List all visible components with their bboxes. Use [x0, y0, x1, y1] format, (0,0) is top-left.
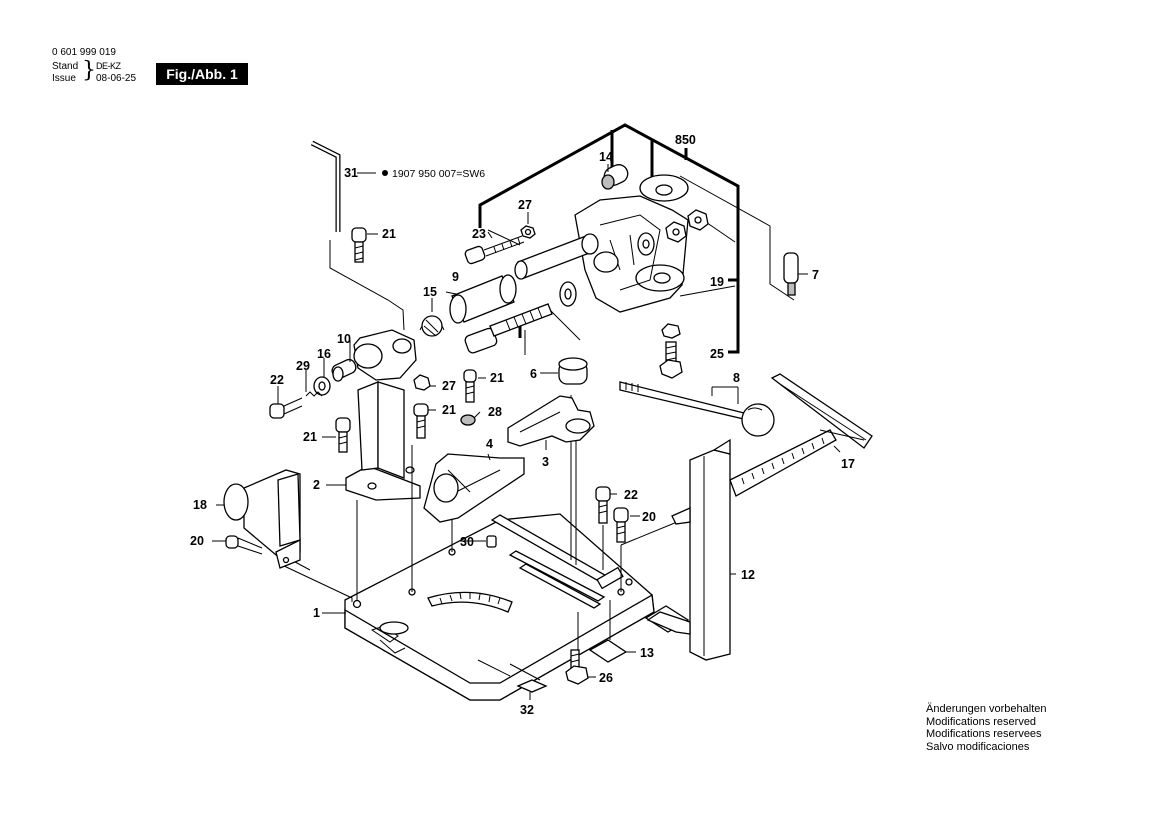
callout-21-b: 21 — [303, 430, 317, 444]
pin-part-7 — [783, 252, 799, 296]
callout-4: 4 — [486, 437, 493, 451]
callout-16: 16 — [317, 347, 331, 361]
note-31-text: 1907 950 007=SW6 — [392, 168, 485, 180]
fence-part-4 — [423, 453, 525, 523]
screw-part-25 — [659, 323, 683, 379]
screw-part-20-right — [613, 507, 629, 543]
washer-part-28 — [460, 414, 476, 426]
callout-20-a: 20 — [190, 534, 204, 548]
sleeve-part-14 — [601, 164, 629, 190]
modifications-notice: Änderungen vorbehalten Modifications res… — [926, 703, 1046, 753]
notice-de: Änderungen vorbehalten — [926, 703, 1047, 715]
callout-15: 15 — [423, 285, 437, 299]
callout-21-d: 21 — [490, 371, 504, 385]
callout-8: 8 — [733, 371, 740, 385]
screw-part-26 — [565, 649, 589, 685]
screw-part-21-b — [335, 417, 351, 453]
note-31: 1907 950 007=SW6 — [382, 168, 485, 180]
callout-26: 26 — [599, 671, 613, 685]
notice-en: Modifications reserved — [926, 715, 1037, 728]
screw-part-21-c — [413, 403, 429, 439]
knob-part-6 — [558, 357, 588, 385]
callout-850: 850 — [675, 133, 696, 147]
screw-part-22-left — [269, 397, 303, 419]
callout-3: 3 — [542, 455, 549, 469]
notice-fr: Modifications reservees — [926, 728, 1042, 741]
callout-13: 13 — [640, 646, 654, 660]
callout-12: 12 — [741, 568, 755, 582]
issue-label: Issue — [52, 73, 76, 84]
callout-2: 2 — [313, 478, 320, 492]
screw-part-20-left — [225, 535, 263, 555]
callout-22-a: 22 — [270, 373, 284, 387]
callout-29: 29 — [296, 359, 310, 373]
spring-part-15 — [419, 315, 445, 337]
stop-part-18 — [223, 469, 301, 569]
callout-18: 18 — [193, 498, 207, 512]
notice-es: Salvo modificaciones — [926, 740, 1030, 753]
callout-22-b: 22 — [624, 488, 638, 502]
part-number: 0 601 999 019 — [52, 47, 116, 58]
callout-20-b: 20 — [642, 510, 656, 524]
callout-23: 23 — [472, 227, 486, 241]
callout-21-a: 21 — [382, 227, 396, 241]
base-plate-part — [344, 513, 690, 701]
nut-part-27-lower — [413, 374, 431, 391]
lock-washer-part-29 — [305, 391, 323, 397]
callout-6: 6 — [530, 367, 537, 381]
nut-part-27-upper — [520, 225, 536, 239]
bullet-icon — [382, 170, 388, 176]
screw-part-21-d — [463, 369, 477, 403]
callout-21-c: 21 — [442, 403, 456, 417]
ruler-part-17 — [729, 373, 873, 497]
callout-14: 14 — [599, 150, 613, 164]
callout-1: 1 — [313, 606, 320, 620]
callout-leaders — [212, 164, 841, 700]
lever-part-8 — [619, 381, 775, 437]
issue-date: 08-06-25 — [96, 73, 137, 84]
hinge-bracket-part — [574, 174, 689, 313]
callout-7: 7 — [812, 268, 819, 282]
clamp-bolt-part — [464, 303, 553, 354]
callout-25: 25 — [710, 347, 724, 361]
brace-glyph: } — [82, 58, 96, 83]
stand-value: DE-KZ — [96, 61, 121, 71]
callout-30: 30 — [460, 535, 474, 549]
callout-27-a: 27 — [518, 198, 532, 212]
screw-part-23 — [464, 235, 525, 265]
figure-label: Fig./Abb. 1 — [156, 63, 248, 85]
pivot-shaft-part — [514, 233, 599, 280]
callout-9: 9 — [452, 270, 459, 284]
callout-19: 19 — [710, 275, 724, 289]
callout-17: 17 — [841, 457, 855, 471]
allen-key-part — [310, 140, 341, 232]
callout-28: 28 — [488, 405, 502, 419]
label-part-32 — [516, 679, 548, 693]
mitre-guide-part-3 — [507, 395, 595, 447]
callout-labels: 31 21 9 15 10 16 29 22 21 2 18 20 1 27 2… — [190, 133, 855, 717]
support-column-part — [345, 329, 421, 501]
pin-part-10 — [331, 358, 357, 382]
vertical-fence-part-12 — [646, 438, 731, 661]
sleeve-part-9 — [449, 274, 517, 324]
callout-31: 31 — [344, 166, 358, 180]
screw-part-21 — [351, 227, 367, 263]
callout-10: 10 — [337, 332, 351, 346]
callout-32: 32 — [520, 703, 534, 717]
callout-27-b: 27 — [442, 379, 456, 393]
stand-label: Stand — [52, 61, 79, 72]
screw-part-22-right — [595, 486, 611, 524]
small-parts — [269, 164, 799, 693]
